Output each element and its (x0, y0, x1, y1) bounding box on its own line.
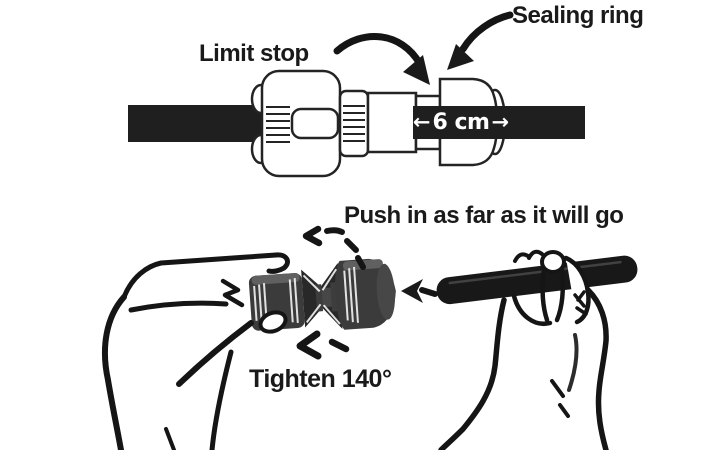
pipe-in-hand (436, 255, 638, 305)
rotation-arrow-top (302, 225, 366, 270)
limit-stop-label: Limit stop (199, 40, 309, 67)
nut-ribs-left (266, 106, 290, 143)
rotation-arrow-bottom (296, 330, 350, 360)
sealing-ring-arrow (447, 11, 514, 70)
limit-stop-arrow (333, 33, 430, 85)
collar-ribs (343, 105, 365, 142)
thumb-nail (258, 310, 288, 334)
thumb-tip (540, 250, 566, 274)
push-in-label: Push in as far as it will go (344, 202, 624, 229)
top-diagram-art (128, 11, 585, 178)
right-arrow-glyph: → (491, 110, 510, 134)
fitting-dark (248, 258, 396, 331)
right-hand-sketch (438, 249, 609, 450)
left-arrow-glyph: ← (412, 110, 431, 134)
sealing-ring-label: Sealing ring (512, 2, 644, 29)
pipe-left (128, 105, 268, 142)
push-direction-arrow (401, 279, 438, 303)
limit-stop-window (290, 107, 340, 140)
left-hand-sketch (101, 252, 290, 450)
tighten-label: Tighten 140° (249, 365, 392, 393)
pipe-right (413, 106, 585, 139)
bottom-diagram-art (101, 225, 638, 450)
measurement-value: 6 cm (432, 109, 490, 135)
measurement-label: ← 6 cm → (410, 106, 512, 139)
